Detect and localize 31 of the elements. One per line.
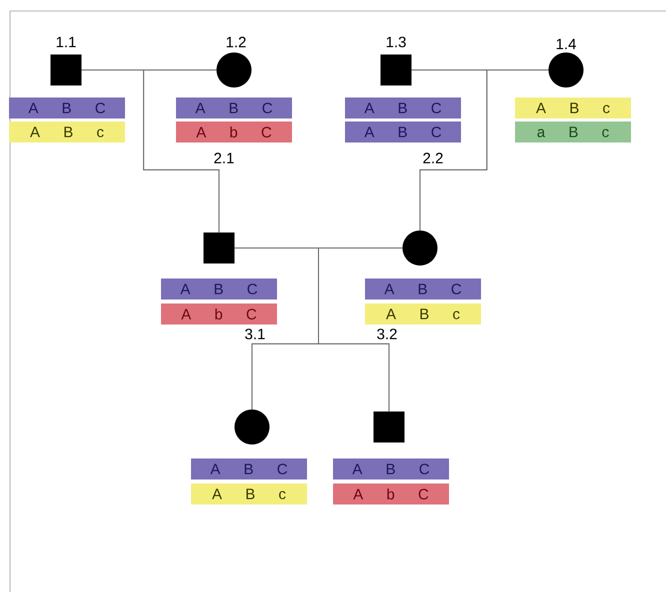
haplotype-bar: A B C	[161, 278, 277, 300]
individual-number: 3.2	[377, 328, 397, 340]
haplotype-bar: A B C	[176, 98, 292, 118]
haplotype-bar: A B c	[515, 98, 631, 118]
haplotype-bar: A B C	[191, 458, 307, 480]
pedigree-square	[204, 232, 234, 264]
haplotype-bar: A B C	[333, 458, 449, 480]
haplotype-bar: A B C	[365, 278, 481, 300]
pedigree-circle	[402, 230, 438, 266]
haplotype-bar: A b C	[161, 304, 277, 324]
descent-line	[318, 248, 403, 412]
haplotype-bar: A B C	[9, 98, 125, 118]
haplotype-bar: A B C	[345, 98, 461, 118]
haplotype-bar: A B c	[191, 484, 307, 504]
individual-number: 3.1	[245, 328, 265, 340]
descent-line	[143, 70, 220, 233]
haplotype-bar: A B c	[365, 304, 481, 324]
descent-line	[420, 70, 549, 231]
pedigree-circle	[234, 410, 270, 444]
haplotype-bar: A b C	[333, 484, 449, 504]
pedigree-circle	[216, 52, 252, 88]
pedigree-square	[380, 54, 412, 86]
haplotype-bar: A B c	[9, 122, 125, 142]
pedigree-square	[374, 412, 404, 442]
haplotype-bar: A B C	[345, 122, 461, 142]
pedigree-circle	[548, 52, 584, 88]
haplotype-bar: a B c	[515, 122, 631, 142]
individual-number: 2.1	[214, 152, 234, 164]
haplotype-bar: A b C	[176, 122, 292, 142]
individual-number: 2.2	[423, 152, 443, 164]
pedigree-square	[50, 54, 82, 86]
